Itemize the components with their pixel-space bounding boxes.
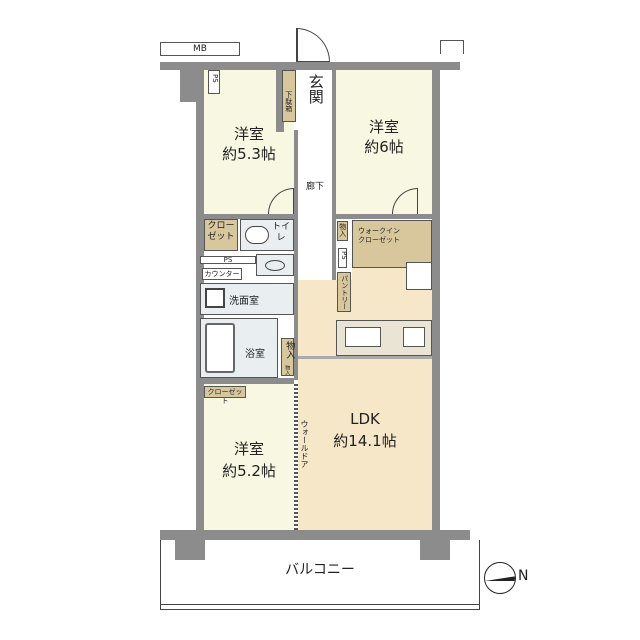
balcony xyxy=(160,540,480,610)
balcony-label: バルコニー xyxy=(285,562,355,578)
ldk xyxy=(298,280,432,530)
stove-icon xyxy=(403,327,425,347)
closet-1: クローゼット xyxy=(204,219,238,251)
entrance-door[interactable] xyxy=(296,28,330,62)
wall-mid-1 xyxy=(204,214,294,219)
ps-mid: PS xyxy=(338,248,348,268)
storage-small: 物入 xyxy=(337,221,348,241)
walk-in-closet: ウォークインクローゼット xyxy=(352,220,432,268)
column-br xyxy=(420,530,450,560)
wall-mid-2 xyxy=(336,214,432,219)
kitchen-counter xyxy=(336,320,432,356)
genkan-area xyxy=(298,70,332,130)
genkan-label: 玄関 xyxy=(306,74,325,104)
wall-hall-right xyxy=(332,62,336,282)
wall-room3-top xyxy=(200,378,294,384)
wall-door[interactable] xyxy=(294,384,298,530)
room1-name: 洋室 xyxy=(233,125,264,143)
ps-left: PS xyxy=(200,256,256,264)
room1-size: 約5.3帖 xyxy=(222,145,276,163)
sink-icon xyxy=(265,260,285,271)
wall-door-label: ウォールドア xyxy=(300,420,309,468)
toilet-icon xyxy=(245,226,269,244)
kitchen-edge xyxy=(298,356,432,359)
washroom: 洗面室 xyxy=(200,283,294,315)
room2-size: 約6帖 xyxy=(364,138,404,156)
top-wall xyxy=(160,62,460,70)
ldk-size: 約14.1帖 xyxy=(333,432,397,450)
compass-icon xyxy=(484,562,516,594)
room3-name: 洋室 xyxy=(233,440,264,458)
room-western-3 xyxy=(204,384,294,530)
bathroom: 浴室 xyxy=(200,318,278,378)
skylight-box xyxy=(406,262,432,290)
ps-top: PS xyxy=(208,70,220,94)
right-wall xyxy=(432,62,440,542)
column-bl xyxy=(175,530,205,560)
wall-hall-left xyxy=(294,130,298,380)
closet-2: クローゼット xyxy=(204,386,246,405)
toilet-room: トイレ xyxy=(240,219,294,251)
hallway xyxy=(298,130,332,280)
ldk-name: LDK xyxy=(350,410,380,428)
compass-north: N xyxy=(518,568,529,584)
wall-genkan xyxy=(276,62,284,132)
balcony-rail-top xyxy=(440,40,464,54)
meter-box: MB xyxy=(160,42,240,56)
pantry: パントリー xyxy=(337,272,351,312)
balcony-rail xyxy=(161,604,479,605)
counter: カウンター xyxy=(202,268,242,280)
room2-name: 洋室 xyxy=(368,118,399,136)
bathtub-icon xyxy=(205,323,235,373)
sink-vanity xyxy=(256,254,294,276)
room3-size: 約5.2帖 xyxy=(222,462,276,480)
kitchen-sink-icon xyxy=(345,327,381,347)
shoe-box: 下駄箱 xyxy=(282,70,296,122)
storage: 物入 物入 xyxy=(281,338,294,376)
ldk-kitchen-nook xyxy=(352,268,406,282)
washing-machine-icon xyxy=(205,288,225,308)
bottom-wall xyxy=(160,530,470,540)
